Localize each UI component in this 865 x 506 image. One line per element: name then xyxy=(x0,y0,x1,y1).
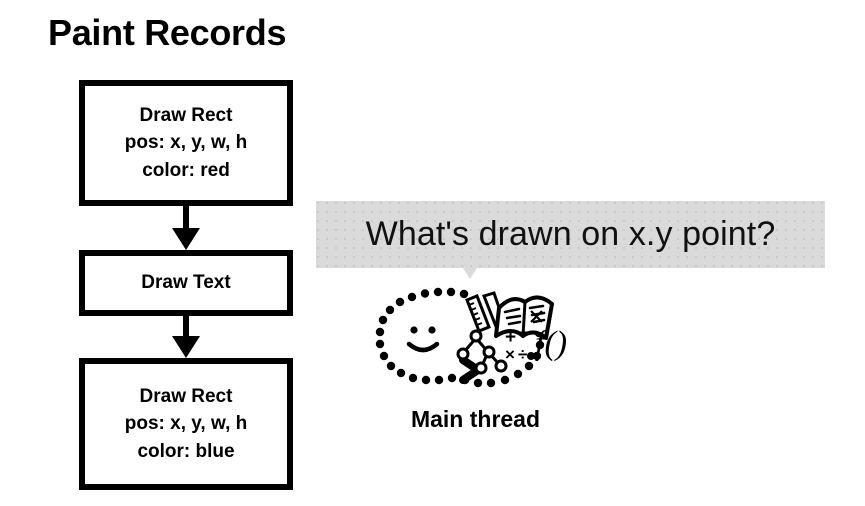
down-arrow-icon xyxy=(172,316,200,358)
svg-text:×: × xyxy=(505,345,515,364)
svg-text:+: + xyxy=(505,327,516,348)
paint-record-box-draw-text: Draw Text xyxy=(79,250,293,316)
ruler-icon xyxy=(465,294,491,333)
smiley-face-icon xyxy=(406,326,440,353)
paint-record-pos: pos: x, y, w, h xyxy=(124,413,248,435)
paint-record-box-draw-rect-red: Draw Rect pos: x, y, w, h color: red xyxy=(79,80,293,206)
paint-record-box-draw-rect-blue: Draw Rect pos: x, y, w, h color: blue xyxy=(79,358,293,490)
math-symbols-icon: + − × ÷ xyxy=(505,323,535,364)
arrow-head xyxy=(172,336,200,358)
main-thread-label: Main thread xyxy=(410,406,541,432)
tree-graph-icon xyxy=(456,329,508,375)
arrow-shaft xyxy=(183,206,189,230)
page-title: Paint Records xyxy=(48,12,287,53)
svg-text:f(): f() xyxy=(535,325,567,362)
speech-bubble-tail xyxy=(463,268,477,279)
paint-record-pos: pos: x, y, w, h xyxy=(124,132,248,154)
open-book-icon xyxy=(494,295,554,340)
svg-text:−: − xyxy=(518,323,529,344)
speech-bubble-text: What's drawn on x.y point? xyxy=(365,215,776,253)
arrow-shaft xyxy=(183,316,189,338)
paint-record-color: color: red xyxy=(142,159,230,181)
arrow-head xyxy=(172,228,200,250)
thinking-main-thread-icon: + − × ÷ f() xyxy=(368,286,583,396)
paint-record-operation: Draw Rect xyxy=(139,385,233,407)
paint-record-color: color: blue xyxy=(137,440,235,462)
dotted-oval-icon xyxy=(375,287,545,388)
paint-record-operation: Draw Rect xyxy=(139,104,233,126)
function-notation-icon: f() xyxy=(535,325,567,362)
down-arrow-icon xyxy=(172,206,200,250)
paint-record-operation: Draw Text xyxy=(141,272,231,294)
svg-text:÷: ÷ xyxy=(518,345,527,364)
speech-bubble: What's drawn on x.y point? xyxy=(316,201,825,268)
